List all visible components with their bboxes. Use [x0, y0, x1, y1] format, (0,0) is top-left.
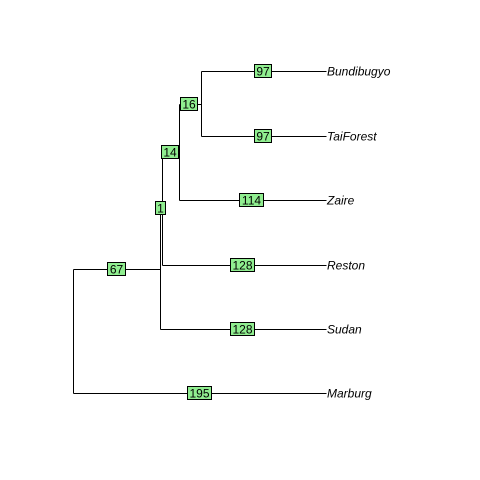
edge-label-box [230, 258, 255, 272]
edge-label-text: 195 [189, 387, 209, 401]
edge-label-text: 14 [163, 146, 177, 160]
edge-label-taiforest: 97 [254, 129, 272, 144]
edge-label-text: 128 [232, 323, 252, 337]
edge-label-text: 16 [182, 98, 196, 112]
edge-label-box [254, 64, 272, 78]
edge-label-box [187, 386, 212, 400]
edge-label-text: 67 [110, 263, 124, 277]
edge-label-sudan: 128 [230, 322, 255, 337]
edge-label-box [180, 97, 198, 111]
edge-labels: 67 1 14 16 97 97 114 128 [107, 64, 272, 401]
edge-label-ebola-to-zr-clade: 1 [155, 201, 166, 216]
tip-label-taiforest: TaiForest [327, 130, 377, 144]
edge-label-root-to-ebola: 67 [107, 262, 126, 277]
tree-branches [73, 71, 327, 394]
tip-label-reston: Reston [327, 259, 365, 273]
edge-label-marburg: 195 [187, 386, 212, 401]
edge-label-text: 128 [232, 259, 252, 273]
edge-label-box [155, 201, 166, 215]
edge-label-box [161, 145, 179, 159]
edge-label-text: 1 [157, 202, 164, 216]
tip-label-bundibugyo: Bundibugyo [327, 65, 391, 79]
tip-label-zaire: Zaire [326, 194, 355, 208]
edge-label-reston: 128 [230, 258, 255, 273]
edge-label-zaire-clade-to-bt: 16 [180, 97, 198, 112]
tip-labels: Bundibugyo TaiForest Zaire Reston Sudan … [326, 65, 391, 401]
edge-label-text: 97 [256, 65, 270, 79]
edge-label-text: 97 [256, 130, 270, 144]
edge-label-zaire: 114 [239, 193, 264, 208]
tip-label-sudan: Sudan [327, 323, 362, 337]
tip-label-marburg: Marburg [327, 387, 372, 401]
edge-label-box [239, 193, 264, 207]
edge-label-box [230, 322, 255, 336]
edge-label-box [107, 262, 126, 276]
edge-label-text: 114 [242, 194, 261, 208]
edge-label-bundibugyo: 97 [254, 64, 272, 79]
edge-label-zr-to-zaire-clade: 14 [161, 145, 179, 160]
edge-label-box [254, 129, 272, 143]
